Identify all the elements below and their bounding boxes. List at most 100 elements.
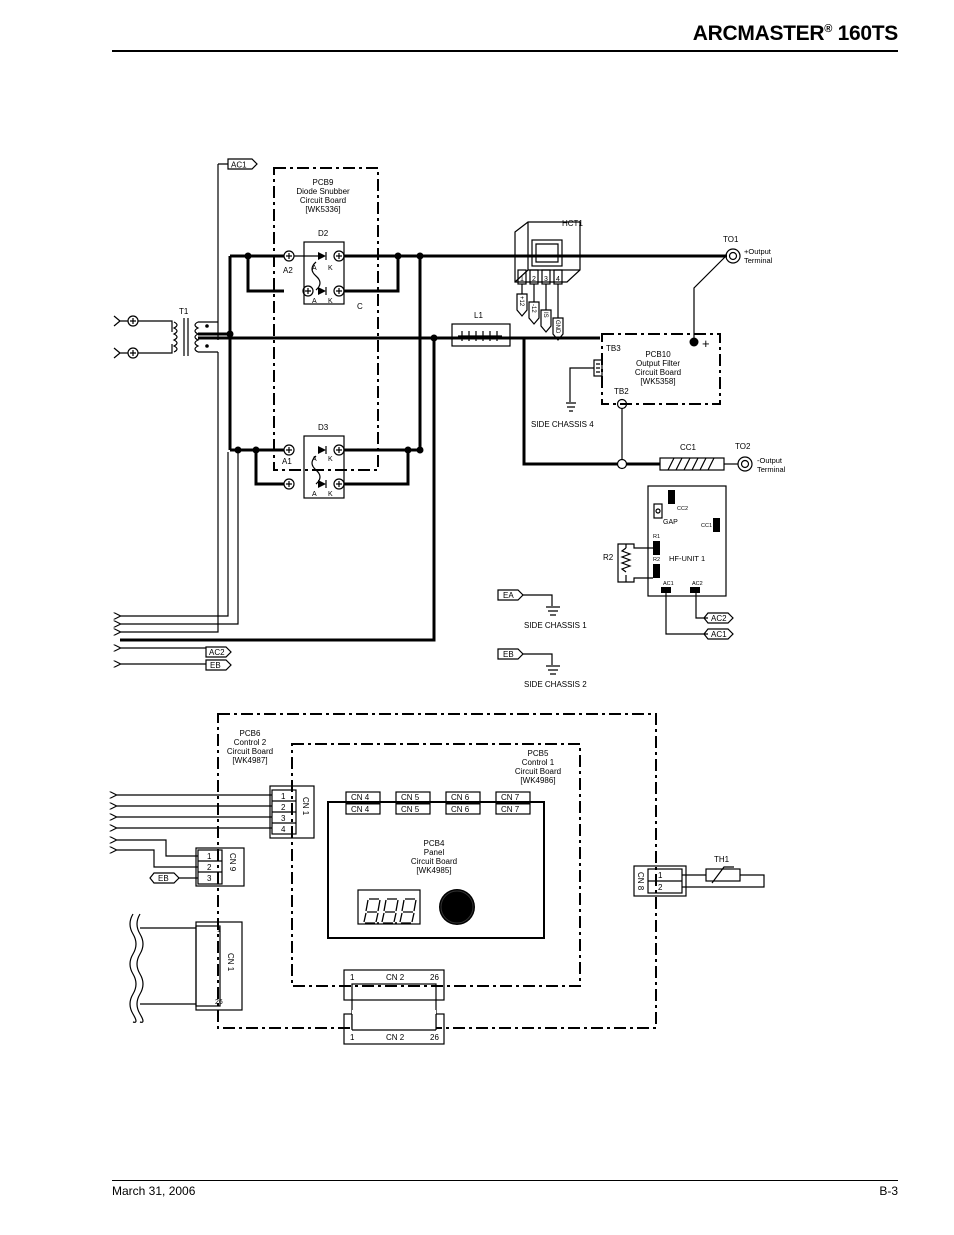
to2-negative-output-terminal: TO2 -Output Terminal bbox=[735, 442, 786, 474]
svg-text:CN 8: CN 8 bbox=[636, 872, 645, 891]
svg-text:HF-UNIT 1: HF-UNIT 1 bbox=[669, 554, 705, 563]
th1-thermistor: TH1 bbox=[682, 855, 765, 888]
svg-text:1: 1 bbox=[350, 1033, 355, 1042]
svg-text:A: A bbox=[312, 298, 317, 305]
svg-text:K: K bbox=[328, 491, 333, 498]
svg-text:Control 1: Control 1 bbox=[522, 758, 555, 767]
svg-text:Circuit Board: Circuit Board bbox=[635, 368, 681, 377]
svg-text:Circuit Board: Circuit Board bbox=[515, 767, 561, 776]
svg-text:TO1: TO1 bbox=[723, 235, 739, 244]
page-title: ARCMASTER® 160TS bbox=[692, 22, 899, 45]
svg-text:Panel: Panel bbox=[424, 848, 445, 857]
pcb4-boundary bbox=[327, 801, 545, 939]
svg-text:CN 7: CN 7 bbox=[501, 805, 520, 814]
svg-text:CN 2: CN 2 bbox=[386, 1033, 405, 1042]
svg-text:AC1: AC1 bbox=[711, 630, 727, 639]
svg-text:CN 4: CN 4 bbox=[351, 793, 370, 802]
svg-text:D3: D3 bbox=[318, 423, 329, 432]
svg-text:-Output: -Output bbox=[757, 456, 783, 465]
cn1-incoming-leads bbox=[116, 795, 272, 828]
svg-text:L1: L1 bbox=[474, 311, 483, 320]
control-knob bbox=[439, 889, 475, 925]
svg-text:R2: R2 bbox=[603, 553, 614, 562]
svg-text:PCB6: PCB6 bbox=[240, 729, 261, 738]
svg-text:A: A bbox=[312, 456, 317, 463]
svg-text:PCB9: PCB9 bbox=[313, 178, 334, 187]
tb3-terminal-block: TB3 SIDE CHASSIS 4 bbox=[531, 344, 621, 429]
svg-text:[WK4985]: [WK4985] bbox=[416, 866, 451, 875]
seven-segment-display bbox=[357, 889, 421, 925]
svg-text:AC2: AC2 bbox=[711, 614, 727, 623]
hf-ac-tags: AC2 AC1 bbox=[665, 593, 734, 640]
svg-text:Terminal: Terminal bbox=[757, 465, 786, 474]
svg-text:AC2: AC2 bbox=[692, 581, 703, 587]
footer-page-number: B-3 bbox=[879, 1184, 898, 1198]
svg-text:R2: R2 bbox=[653, 557, 660, 563]
svg-text:SIDE CHASSIS 1: SIDE CHASSIS 1 bbox=[524, 621, 587, 630]
svg-text:CC1: CC1 bbox=[680, 443, 697, 452]
pcb6-cn1-ribbon-connector: 1 26 CN 1 bbox=[129, 913, 243, 1023]
l1-inductor: L1 bbox=[451, 311, 511, 347]
svg-text:IS: IS bbox=[542, 312, 548, 318]
footer-date: March 31, 2006 bbox=[112, 1184, 196, 1198]
svg-text:[WK5336]: [WK5336] bbox=[305, 205, 340, 214]
wire-junctions bbox=[226, 252, 438, 454]
svg-text:K: K bbox=[328, 298, 333, 305]
svg-text:Circuit Board: Circuit Board bbox=[300, 196, 346, 205]
svg-text:1: 1 bbox=[217, 927, 221, 934]
svg-text:26: 26 bbox=[215, 999, 223, 1006]
svg-text:3: 3 bbox=[207, 874, 212, 883]
svg-text:CN 6: CN 6 bbox=[451, 805, 470, 814]
cn8-connector: 1 2 CN 8 bbox=[633, 865, 687, 897]
svg-text:TB2: TB2 bbox=[614, 387, 629, 396]
cn9-connector: 1 2 3 CN 9 EB bbox=[116, 840, 245, 887]
svg-text:A: A bbox=[312, 491, 317, 498]
cn7-connector: CN 7 CN 7 bbox=[495, 791, 531, 815]
pcb6-cn1-connector: 1 2 3 4 CN 1 bbox=[269, 785, 315, 839]
svg-text:CN 5: CN 5 bbox=[401, 793, 420, 802]
svg-text:PCB4: PCB4 bbox=[424, 839, 445, 848]
svg-text:2: 2 bbox=[532, 276, 536, 283]
svg-text:TO2: TO2 bbox=[735, 442, 751, 451]
svg-text:+: + bbox=[702, 336, 710, 351]
svg-text:AC2: AC2 bbox=[209, 648, 225, 657]
svg-text:HCT1: HCT1 bbox=[562, 219, 583, 228]
svg-text:4: 4 bbox=[281, 825, 286, 834]
pcb6-label: PCB6 Control 2 Circuit Board [WK4987] bbox=[227, 729, 273, 765]
svg-text:CN 7: CN 7 bbox=[501, 793, 520, 802]
header-rule bbox=[112, 50, 898, 52]
svg-text:+Output: +Output bbox=[744, 247, 772, 256]
svg-text:EB: EB bbox=[158, 874, 169, 883]
svg-text:2: 2 bbox=[658, 883, 663, 892]
svg-text:2: 2 bbox=[281, 803, 286, 812]
svg-text:Diode Snubber: Diode Snubber bbox=[296, 187, 350, 196]
svg-text:CC1: CC1 bbox=[701, 523, 712, 529]
main-power-wiring bbox=[120, 254, 727, 642]
ac-input-terminals bbox=[113, 315, 173, 359]
pcb10-label: PCB10 Output Filter Circuit Board [WK535… bbox=[635, 350, 681, 386]
pcb9-boundary bbox=[273, 167, 379, 471]
cn2-lower-connector: 1 CN 2 26 bbox=[343, 1010, 445, 1045]
svg-text:4: 4 bbox=[556, 276, 560, 283]
svg-text:CN 9: CN 9 bbox=[228, 853, 237, 872]
footer-rule bbox=[112, 1180, 898, 1181]
svg-text:R1: R1 bbox=[653, 534, 660, 540]
svg-text:K: K bbox=[328, 456, 333, 463]
svg-text:AC1: AC1 bbox=[663, 581, 674, 587]
svg-text:TB3: TB3 bbox=[606, 344, 621, 353]
svg-text:Circuit Board: Circuit Board bbox=[227, 747, 273, 756]
svg-text:26: 26 bbox=[430, 1033, 439, 1042]
svg-text:Terminal: Terminal bbox=[744, 256, 773, 265]
svg-text:GND: GND bbox=[554, 320, 560, 334]
svg-text:A2: A2 bbox=[283, 266, 293, 275]
svg-text:SIDE CHASSIS 4: SIDE CHASSIS 4 bbox=[531, 420, 594, 429]
svg-text:1: 1 bbox=[207, 852, 212, 861]
svg-text:CN 6: CN 6 bbox=[451, 793, 470, 802]
cn4-connector: CN 4CN 4 bbox=[345, 791, 381, 815]
svg-text:SIDE CHASSIS 2: SIDE CHASSIS 2 bbox=[524, 680, 587, 689]
svg-text:TH1: TH1 bbox=[714, 855, 730, 864]
svg-text:26: 26 bbox=[430, 973, 439, 982]
svg-text:[WK4986]: [WK4986] bbox=[520, 776, 555, 785]
hf-unit-1: CC2 CC1 GAP R1 R2 HF-UNIT 1 AC1 AC2 bbox=[647, 485, 727, 597]
